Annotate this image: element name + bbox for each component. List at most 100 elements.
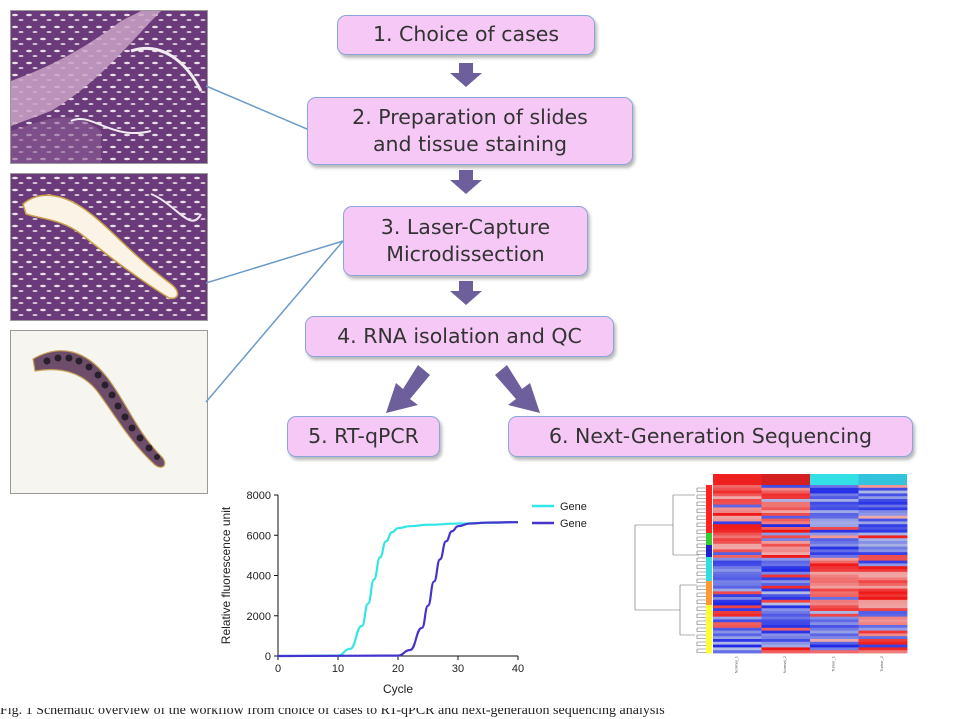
heatmap-cell — [713, 524, 762, 528]
heatmap-cell — [858, 619, 908, 623]
heatmap-cell — [810, 597, 859, 601]
heatmap-cell — [761, 569, 811, 573]
heatmap-cell — [810, 571, 859, 575]
dendrogram-branch — [679, 584, 697, 636]
heatmap-cell — [713, 622, 762, 626]
heatmap-cell — [810, 605, 859, 609]
heatmap-cell — [810, 557, 859, 561]
heatmap-cell — [858, 560, 908, 564]
heatmap-cell — [713, 549, 762, 553]
heatmap-cell — [858, 546, 908, 550]
heatmap-cell — [761, 641, 811, 645]
heatmap-cell — [858, 585, 908, 589]
heatmap-cell — [858, 535, 908, 539]
column-label: Normal_1 — [733, 655, 738, 673]
heatmap-cell — [713, 507, 762, 511]
heatmap-cell — [810, 641, 859, 645]
step-laser-capture: 3. Laser-Capture Microdissection — [343, 206, 588, 276]
heatmap-cell — [810, 625, 859, 629]
dendrogram-leaf — [696, 550, 706, 555]
heatmap-cell — [761, 605, 811, 609]
heatmap-cell — [713, 555, 762, 559]
dendrogram-leaf — [696, 592, 706, 597]
heatmap-cell — [858, 552, 908, 556]
row-group-bar — [706, 569, 712, 582]
heatmap-cell — [713, 560, 762, 564]
heatmap-cell — [858, 490, 908, 494]
row-group-bar — [706, 641, 712, 654]
heatmap-cell — [713, 513, 762, 517]
heatmap-cell — [810, 616, 859, 620]
heatmap-cell — [810, 527, 859, 531]
heatmap-cell — [713, 627, 762, 631]
y-tick-label: 8000 — [247, 490, 271, 502]
heatmap-cell — [858, 650, 908, 654]
row-group-bar — [706, 521, 712, 534]
heatmap-cell — [761, 532, 811, 536]
heatmap-cell — [761, 490, 811, 494]
dendrogram-leaf — [696, 620, 706, 625]
dendrogram-leaf — [696, 515, 706, 520]
heatmap-cell — [810, 591, 859, 595]
heatmap-cell — [858, 644, 908, 648]
heatmap-cell — [858, 580, 908, 584]
heatmap-cell — [713, 585, 762, 589]
column-label: Normal_2 — [782, 655, 787, 673]
heatmap-cell — [761, 639, 811, 643]
heatmap-cell — [761, 549, 811, 553]
heatmap-cell — [713, 527, 762, 531]
heatmap-cell — [810, 577, 859, 581]
heatmap-cell — [761, 563, 811, 567]
heatmap-cell — [761, 538, 811, 542]
heatmap-cell — [761, 555, 811, 559]
heatmap-cell — [810, 538, 859, 542]
heatmap-cell — [810, 611, 859, 615]
heatmap-cell — [858, 521, 908, 525]
heatmap-cell — [713, 557, 762, 561]
heatmap-cell — [858, 527, 908, 531]
tissue-image-before-microdissection — [10, 173, 208, 321]
heatmap-cell — [810, 560, 859, 564]
heatmap-cell — [858, 583, 908, 587]
heatmap-cell — [713, 515, 762, 519]
heatmap-cell — [810, 566, 859, 570]
heatmap-cell — [761, 602, 811, 606]
y-tick-label: 6000 — [247, 530, 271, 542]
dendrogram-leaf — [696, 648, 706, 653]
y-tick-label: 4000 — [247, 571, 271, 583]
heatmap-cell — [713, 546, 762, 550]
heatmap-cell — [761, 487, 811, 491]
heatmap-cell — [713, 521, 762, 525]
heatmap-cell — [713, 594, 762, 598]
tissue-image-captured-cells — [10, 330, 208, 494]
heatmap-cell — [713, 571, 762, 575]
column-group-bar — [713, 474, 762, 485]
heatmap-cell — [761, 566, 811, 570]
heatmap-cell — [858, 524, 908, 528]
heatmap-cell — [761, 597, 811, 601]
heatmap-cell — [713, 499, 762, 503]
heatmap-cell — [761, 650, 811, 654]
dendrogram-leaf — [696, 543, 706, 548]
heatmap-cell — [810, 639, 859, 643]
x-tick-label: 10 — [332, 663, 344, 675]
heatmap-cell — [761, 647, 811, 651]
heatmap-cell — [713, 566, 762, 570]
heatmap-cell — [810, 507, 859, 511]
heatmap-cell — [858, 597, 908, 601]
heatmap-cell — [761, 510, 811, 514]
x-tick-label: 0 — [275, 663, 281, 675]
dendrogram-leaf — [696, 508, 706, 513]
heatmap-cell — [810, 543, 859, 547]
heatmap-cell — [810, 549, 859, 553]
heatmap-cell — [761, 485, 811, 489]
dendrogram-leaf — [696, 571, 706, 576]
heatmap-cell — [858, 515, 908, 519]
dendrogram-leaf — [696, 606, 706, 611]
legend-label: Gene Y — [560, 518, 590, 530]
heatmap-cell — [713, 563, 762, 567]
heatmap-cell — [761, 627, 811, 631]
dendrogram-leaf — [696, 536, 706, 541]
heatmap-cell — [761, 513, 811, 517]
